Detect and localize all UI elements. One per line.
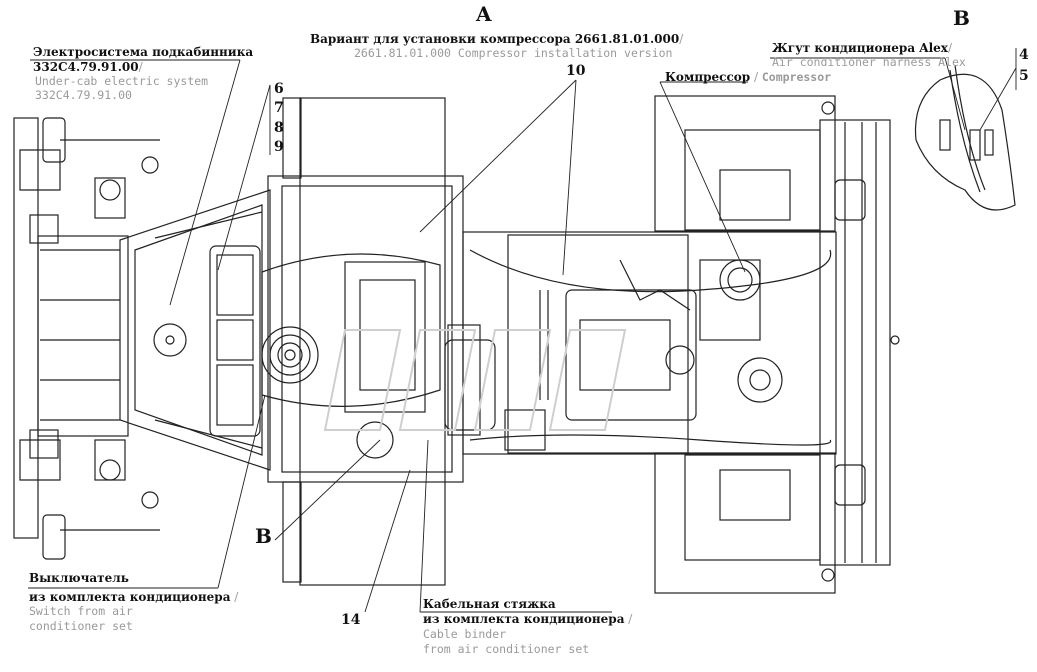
under-cab-code: 332С4.79.91.00: [33, 60, 139, 74]
compressor-ru: Компрессор: [665, 70, 751, 84]
under-cab-sep: /: [138, 60, 143, 74]
switch-title-ru: Выключатель: [29, 571, 129, 585]
harness-sep: /: [947, 41, 952, 55]
callout-6: 6: [274, 81, 284, 97]
variant-title-en: 2661.81.01.000 Compressor installation v…: [354, 46, 673, 60]
switch-sep: /: [230, 590, 239, 604]
variant-sep: /: [679, 32, 684, 46]
front-frame: [119, 189, 271, 471]
compressor-en: Compressor: [761, 70, 832, 84]
engine-area: [444, 231, 837, 455]
view-b-callout: B: [255, 524, 272, 548]
switch-ru2: из комплекта кондиционера: [29, 590, 231, 604]
under-cab-title-en: Under-cab electric system: [35, 74, 209, 88]
rear-frame: [282, 95, 900, 594]
cable-subtitle-en: from air conditioner set: [423, 642, 590, 656]
compressor-sep: /: [750, 70, 762, 84]
callout-9: 9: [274, 139, 284, 155]
view-b-detail: [914, 64, 1016, 211]
switch-subtitle-ru: из комплекта кондиционера /: [29, 591, 238, 603]
callout-10: 10: [566, 63, 586, 79]
variant-title-ru: Вариант для установки компрессора 2661.8…: [310, 32, 680, 46]
callout-8: 8: [274, 120, 284, 136]
under-cab-code-en: 332C4.79.91.00: [35, 88, 132, 102]
cable-ru2: из комплекта кондиционера: [423, 612, 625, 626]
cable-sep: /: [624, 612, 633, 626]
harness-ru: Жгут кондиционера Alex: [772, 41, 948, 55]
cable-subtitle-ru: из комплекта кондиционера /: [423, 613, 632, 625]
leader-lines: [28, 48, 1017, 613]
harness-title-en: Air conditioner harness Alex: [772, 55, 966, 69]
callout-4: 4: [1019, 47, 1029, 63]
cab-body: [153, 97, 464, 586]
callout-14: 14: [341, 612, 361, 628]
view-b-letter: B: [953, 6, 970, 30]
watermark-logo: [323, 329, 627, 431]
cable-title-ru: Кабельная стяжка: [423, 597, 556, 611]
switch-title-en: Switch from air: [29, 604, 133, 618]
cable-title-en: Cable binder: [423, 627, 507, 641]
front-attachment: [13, 117, 160, 560]
callout-7: 7: [274, 100, 284, 116]
harness-title-ru: Жгут кондиционера Alex/: [772, 42, 952, 54]
switch-subtitle-en: conditioner set: [29, 619, 133, 633]
variant-title: Вариант для установки компрессора 2661.8…: [310, 33, 683, 45]
view-a-letter: A: [476, 2, 492, 26]
callout-5: 5: [1019, 68, 1029, 84]
compressor-label: Компрессор / Compressor: [665, 71, 831, 84]
under-cab-title-ru: Электросистема подкабинника: [33, 45, 254, 59]
under-cab-code-ru: 332С4.79.91.00/: [33, 61, 143, 73]
